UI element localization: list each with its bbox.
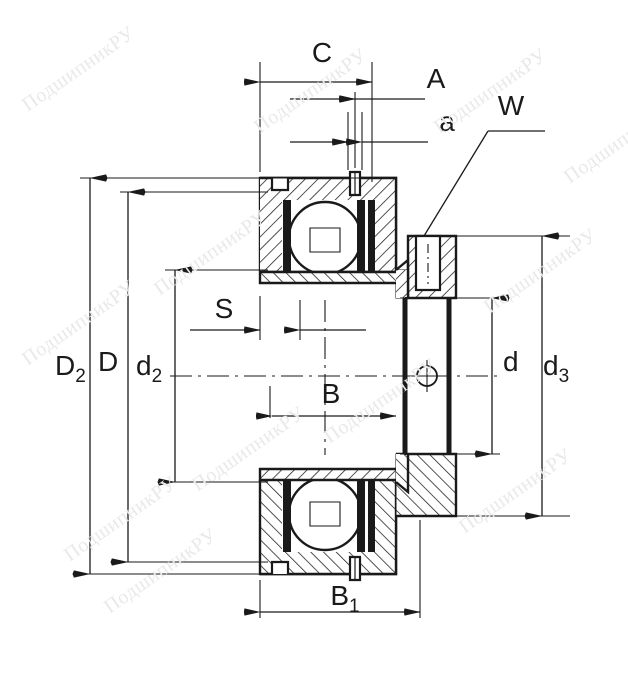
dim-label-C: C xyxy=(312,37,332,68)
dim-label-S: S xyxy=(215,293,234,324)
seal-lower-right xyxy=(357,480,375,552)
dim-label-d2: d2 xyxy=(136,350,162,387)
dim-label-a: a xyxy=(439,106,455,137)
dim-label-D2: D2 xyxy=(55,350,86,387)
seal-upper-left xyxy=(283,200,291,272)
dim-label-d: d xyxy=(503,346,519,377)
inner-ring-lower-block xyxy=(258,467,416,482)
leader-W xyxy=(423,130,545,237)
outer-ring-lands-lower xyxy=(258,480,398,576)
seal-upper-right xyxy=(357,200,375,272)
dim-label-D: D xyxy=(98,346,118,377)
dim-label-d3: d3 xyxy=(543,350,569,387)
center-axis xyxy=(170,300,500,455)
dim-label-W: W xyxy=(498,90,525,121)
dim-label-B: B xyxy=(322,378,341,409)
dim-label-B1: B1 xyxy=(330,580,359,617)
dim-label-A: A xyxy=(427,63,446,94)
inner-ring-upper-block xyxy=(258,270,416,285)
collar-step-upper xyxy=(395,257,410,298)
ball-lower xyxy=(287,476,363,552)
setscrew-slot-upper xyxy=(348,170,362,197)
raceway-cavity-upper xyxy=(282,200,370,276)
setscrew-slot-lower xyxy=(348,555,362,582)
collar-step-lower xyxy=(395,454,410,495)
seal-lower-left xyxy=(283,480,291,552)
